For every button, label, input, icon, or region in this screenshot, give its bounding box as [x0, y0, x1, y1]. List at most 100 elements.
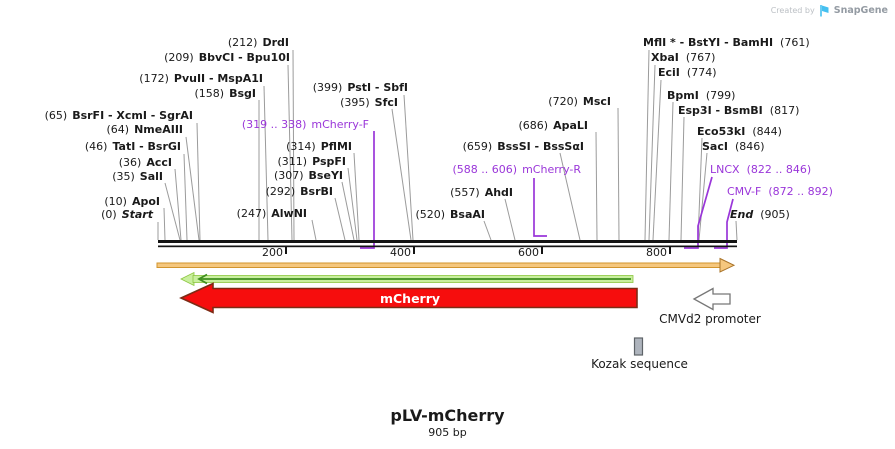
enzyme-name: BseYI [308, 169, 343, 182]
site-label-acci[interactable]: (36)AccI [119, 157, 172, 169]
enzyme-name: BbvCI - Bpu10I [198, 51, 290, 64]
enzyme-name: NmeAIII [134, 123, 183, 136]
primer-mark-mcherry-r[interactable] [533, 178, 547, 237]
enzyme-name: ApaLI [553, 119, 588, 132]
primer-range: (319 .. 338) [241, 118, 307, 131]
site-position: (844) [752, 125, 782, 138]
primer-mark-mcherry-f[interactable] [360, 131, 375, 249]
site-label-bsrfi[interactable]: (65)BsrFI - XcmI - SgrAI [45, 110, 193, 122]
site-label-drdi[interactable]: (212)DrdI [228, 37, 289, 49]
primer-name: LNCX [710, 163, 740, 176]
start-marker: Start [121, 208, 153, 221]
site-position: (686) [518, 119, 549, 132]
primer-range: (872 .. 892) [768, 185, 833, 198]
site-label-sfci[interactable]: (395)SfcI [340, 97, 398, 109]
primer-label-mcherry-f[interactable]: (319 .. 338) mCherry-F [242, 119, 369, 131]
site-label-bbvci[interactable]: (209)BbvCI - Bpu10I [164, 52, 290, 64]
ruler-tick-400: 400 [390, 246, 411, 259]
site-label-apoi[interactable]: (10)ApoI [104, 196, 160, 208]
full-length-feature-arrow[interactable] [156, 257, 736, 273]
site-position: (520) [415, 208, 446, 221]
site-label-ahdi[interactable]: (557)AhdI [450, 187, 513, 199]
kozak-sequence-label[interactable]: Kozak sequence [591, 357, 688, 371]
site-position: (314) [286, 140, 316, 153]
reading-frame-arrow[interactable] [180, 271, 634, 287]
site-position: (767) [685, 51, 716, 64]
enzyme-name: BpmI [667, 89, 699, 102]
enzyme-name: MscI [582, 95, 611, 108]
created-by-text: Created by [770, 6, 815, 15]
primer-label-lncx[interactable]: LNCX(822 .. 846) [710, 164, 811, 176]
primer-mark-cmv-f[interactable] [714, 198, 734, 249]
site-label-saci[interactable]: SacI (846) [702, 141, 765, 153]
ruler-tick-800: 800 [646, 246, 667, 259]
primer-label-cmv-f[interactable]: CMV-F (872 .. 892) [727, 186, 833, 198]
enzyme-name: BsrBI [300, 185, 333, 198]
site-label-xbai[interactable]: XbaI(767) [651, 52, 715, 64]
site-label-sali[interactable]: (35)SalI [112, 171, 163, 183]
site-label-bsssi[interactable]: (659) BssSI - BssSαI [463, 141, 584, 153]
enzyme-name: AlwNI [271, 207, 307, 220]
enzyme-name: PspFI [312, 155, 346, 168]
site-label-end[interactable]: End(905) [730, 209, 790, 221]
site-label-bpmi[interactable]: BpmI (799) [667, 90, 735, 102]
site-label-pvuii[interactable]: (172) PvuII - MspA1I [139, 73, 263, 85]
enzyme-name: BssSI - BssSαI [497, 140, 584, 153]
enzyme-name: BsaAI [450, 208, 485, 221]
site-label-msci[interactable]: (720) MscI [548, 96, 611, 108]
site-position: (774) [686, 66, 717, 79]
site-position: (36) [118, 156, 142, 169]
primer-mark-lncx[interactable] [684, 176, 713, 249]
primer-name: mCherry-F [311, 118, 369, 131]
primer-label-mcherry-r[interactable]: (588 .. 606)mCherry-R [453, 164, 581, 176]
cmvd2-promoter-label[interactable]: CMVd2 promoter [659, 312, 761, 326]
site-position: (10) [104, 195, 127, 208]
site-position: (247) [236, 207, 267, 220]
site-label-bsgi[interactable]: (158)BsgI [195, 88, 257, 100]
enzyme-name: PstI - SbfI [347, 81, 408, 94]
site-label-alwni[interactable]: (247) AlwNI [237, 208, 307, 220]
site-label-esp3i[interactable]: Esp3I - BsmBI(817) [678, 105, 799, 117]
site-label-bseyi[interactable]: (307)BseYI [274, 170, 343, 182]
site-label-pspfi[interactable]: (311) PspFI [278, 156, 347, 168]
brand-text: SnapGene [833, 5, 888, 16]
mcherry-feature-arrow[interactable] [179, 282, 638, 314]
site-position: (35) [112, 170, 135, 183]
mcherry-feature-label[interactable]: mCherry [379, 291, 441, 306]
site-label-eco53ki[interactable]: Eco53kI(844) [697, 126, 782, 138]
site-label-bsaai[interactable]: (520) BsaAI [415, 209, 485, 221]
site-position: (172) [139, 72, 169, 85]
site-position: (64) [106, 123, 130, 136]
kozak-sequence-box[interactable] [633, 337, 644, 356]
snapgene-attribution: Created by SnapGene [771, 4, 888, 17]
site-label-tati[interactable]: (46)TatI - BsrGI [85, 141, 181, 153]
site-position: (846) [734, 140, 765, 153]
enzyme-name: AhdI [484, 186, 513, 199]
site-position: (311) [277, 155, 308, 168]
primer-range: (588 .. 606) [452, 163, 518, 176]
site-label-apali[interactable]: (686) ApaLI [518, 120, 588, 132]
primer-name: CMV-F [727, 185, 762, 198]
site-position: (65) [44, 109, 68, 122]
enzyme-name: BsgI [229, 87, 256, 100]
site-position: (659) [462, 140, 493, 153]
plasmid-length: 905 bp [428, 426, 467, 439]
cmvd2-promoter-arrow[interactable] [692, 287, 731, 311]
site-position: (720) [548, 95, 578, 108]
enzyme-name: SfcI [374, 96, 398, 109]
site-label-nmeaiii[interactable]: (64) NmeAIII [106, 124, 183, 136]
enzyme-name: EciI [658, 66, 680, 79]
site-label-start[interactable]: (0) Start [101, 209, 153, 221]
site-label-pflmi[interactable]: (314)PflMI [286, 141, 352, 153]
site-label-mfli[interactable]: MflI * - BstYI - BamHI(761) [643, 37, 810, 49]
site-label-ecii[interactable]: EciI (774) [658, 67, 717, 79]
site-label-bsrbi[interactable]: (292)BsrBI [266, 186, 333, 198]
site-position: (799) [705, 89, 736, 102]
enzyme-name: PvuII - MspA1I [173, 72, 263, 85]
enzyme-name: SacI [702, 140, 728, 153]
site-position: (0) [101, 208, 117, 221]
site-position: (212) [227, 36, 258, 49]
site-label-psti[interactable]: (399)PstI - SbfI [313, 82, 408, 94]
